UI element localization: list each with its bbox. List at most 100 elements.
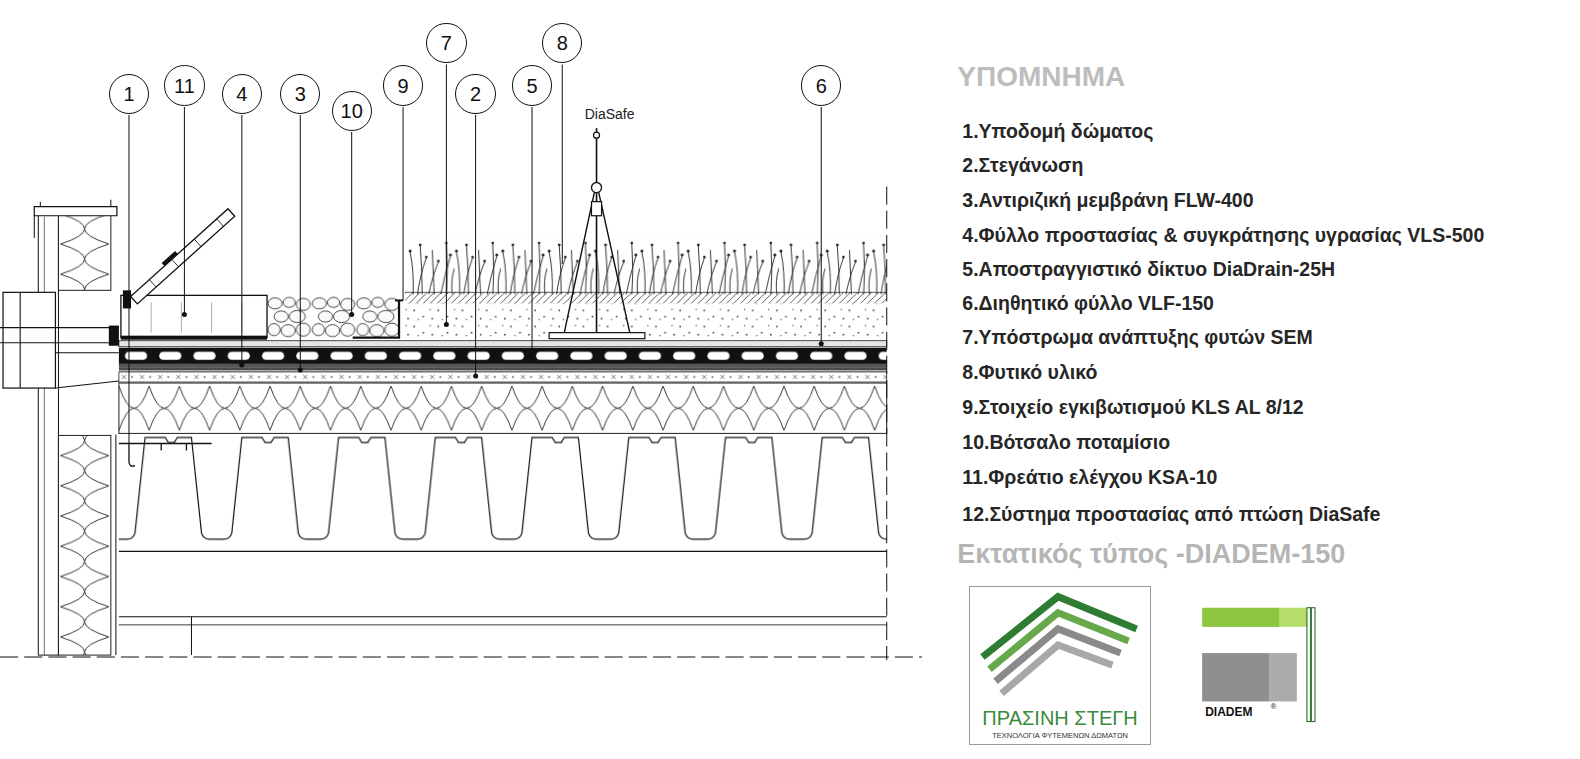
callout-circle: 4 [222,74,262,114]
wall-section [58,214,110,291]
legend-item: 7.Υπόστρωμα ανάπτυξης φυτών SEM [962,326,1312,349]
logo-text: ΤΕΧΝΟΛΟΓΙΑ ΦΥΤΕΜΕΝΩΝ ΔΩΜΑΤΩΝ [992,732,1128,740]
legend-item: 8.Φυτικό υλικό [962,361,1097,384]
roof-outlet [109,326,119,346]
callout-number: 9 [397,75,408,97]
wall-section [34,200,117,655]
drainage-board [119,348,887,364]
thermal-insulation [119,383,887,433]
fall-protection-anchor [549,128,645,339]
roof-outlet [0,292,119,388]
legend-item: 6.Διηθητικό φύλλο VLF-150 [962,292,1214,315]
legend-item: 2.Στεγάνωση [962,154,1083,177]
callout-circle: 3 [280,74,320,114]
leader-dot [819,341,824,346]
inspection-shaft [128,206,235,304]
logo-text: ΠΡΑΣΙΝΗ ΣΤΕΓΗ [982,707,1137,729]
leader-dot [298,367,303,372]
legend-item: 9.Στοιχείο εγκιβωτισμού KLS AL 8/12 [962,396,1303,419]
legend-heading: ΥΠΟΜΝΗΜΑ [957,60,1125,94]
diadem-logo-mark [1202,653,1270,701]
gravel-strip [267,295,398,339]
inspection-shaft [162,251,178,266]
logo-building-mark [1002,645,1113,693]
callout-number: 1 [123,83,134,105]
leader-line [351,132,352,314]
break-line [0,657,922,658]
vegetation [408,238,887,294]
root-barrier [119,370,887,371]
callout-circle: 11 [164,65,204,105]
steel-deck [116,434,887,655]
leader-line [184,107,185,315]
company-logo: ΠΡΑΣΙΝΗ ΣΤΕΓΗ ΤΕΧΝΟΛΟΓΙΑ ΦΥΤΕΜΕΝΩΝ ΔΩΜΑΤΩ… [969,586,1150,744]
fall-protection-anchor [549,333,645,339]
leader-dot [473,373,478,378]
callout-number: 2 [470,83,481,105]
leader-line [821,107,822,344]
legend-item: 3.Αντιριζική μεμβράνη FLW-400 [962,189,1253,212]
wall-section [44,217,45,655]
roof-outlet [3,292,55,388]
roof-outlet [0,292,119,388]
legend-item: 12.Σύστημα προστασίας από πτώση DiaSafe [962,503,1380,526]
break-line [886,187,887,661]
fall-protection-anchor [591,183,601,193]
deck-edge-bracket [119,443,212,466]
callout-circle: 1 [109,74,149,114]
waterproofing-layer [119,372,887,382]
edge-profile [395,299,403,301]
inspection-shaft [121,206,267,340]
steel-deck [119,551,887,552]
leader-line [129,65,821,444]
callout-number: 11 [174,75,195,97]
callout-circle: 6 [801,65,841,105]
logo-building-mark [996,629,1121,681]
callout-number: 4 [236,83,247,105]
root-barrier [119,369,887,371]
brand-logo: DIADEM® [1202,608,1307,722]
fall-protection-anchor [596,128,598,333]
wall-section [34,207,117,216]
growing-substrate [405,303,887,340]
callout-circle: 2 [455,74,495,114]
leader-line [446,65,447,325]
edge-profile [353,300,403,337]
legend-item: 1.Υποδομή δώματος [962,120,1153,143]
protection-sheet [119,364,887,368]
steel-deck [191,617,192,655]
callout-circle: 5 [512,65,552,105]
leader-dot [530,352,535,357]
callout-circle: 8 [542,23,582,63]
steel-deck [119,624,887,625]
callout-number: 6 [816,75,827,97]
logo-building-mark [982,597,1136,694]
callout-circle: 7 [426,23,466,63]
diadem-logo-mark [1202,608,1280,627]
diadem-logo-mark [1270,653,1297,701]
wall-section [58,435,110,655]
leader-line [241,115,242,365]
drainage-board [119,348,887,364]
root-barrier [119,368,887,370]
callout-circle: 10 [332,91,372,131]
legend-item: 11.Φρεάτιο ελέγχου KSA-10 [962,466,1217,489]
logo-text: ® [1270,703,1276,712]
leader-line [562,65,563,265]
leader-line [300,115,301,370]
diadem-logo-mark [1280,608,1307,627]
component-label: DiaSafe [585,106,635,123]
system-type-heading: Εκτατικός τύπος -DIADEM-150 [957,538,1345,570]
callout-number: 5 [526,75,537,97]
edge-profile [353,300,399,337]
callout-circle: 9 [383,65,423,105]
diadem-logo-mark [1307,608,1315,722]
wall-section [34,200,111,238]
waterproofing-layer [119,372,887,382]
leader-line [532,107,533,355]
inspection-shaft [121,295,267,337]
leader-dot [182,312,187,317]
gravel-strip [267,295,398,339]
